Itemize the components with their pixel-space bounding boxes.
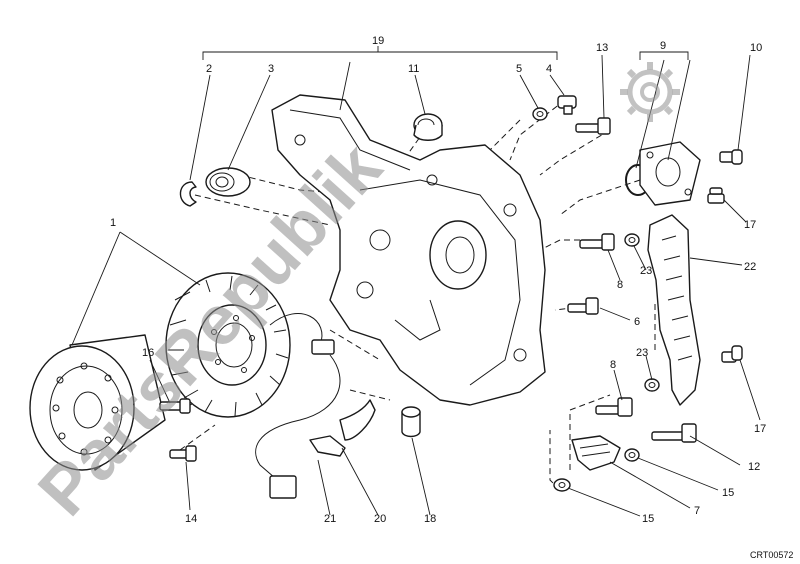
part-bolt-16 bbox=[159, 398, 191, 414]
callout-22: 22 bbox=[744, 261, 756, 273]
part-bolt-12 bbox=[651, 423, 697, 443]
callout-5: 5 bbox=[516, 63, 522, 75]
callout-8-lower: 8 bbox=[610, 359, 616, 371]
drawing-code: CRT00572 bbox=[750, 550, 793, 560]
callout-7: 7 bbox=[694, 505, 700, 517]
part-bracket-22 bbox=[647, 214, 701, 406]
callout-12: 12 bbox=[748, 461, 760, 473]
part-bolt-8b bbox=[595, 397, 633, 417]
callout-21: 21 bbox=[324, 513, 336, 525]
callout-23-lower: 23 bbox=[636, 347, 648, 359]
part-dowel bbox=[401, 406, 421, 438]
group-bracket-9 bbox=[639, 51, 689, 60]
part-screw-17a bbox=[707, 187, 725, 204]
gear-icon bbox=[620, 62, 680, 122]
part-clamp bbox=[309, 435, 346, 457]
callout-11: 11 bbox=[408, 63, 419, 75]
callout-10: 10 bbox=[750, 42, 762, 54]
callout-15-lower: 15 bbox=[642, 513, 654, 525]
part-clip-7 bbox=[571, 435, 621, 471]
leader-lines bbox=[71, 54, 761, 517]
group-bracket-19 bbox=[202, 46, 558, 60]
callout-3: 3 bbox=[268, 63, 274, 75]
callout-15-right: 15 bbox=[722, 487, 734, 499]
part-washer-23a bbox=[624, 233, 640, 247]
callout-4: 4 bbox=[546, 63, 552, 75]
callout-6: 6 bbox=[634, 316, 640, 328]
part-cable-guide bbox=[339, 399, 376, 441]
callout-2: 2 bbox=[206, 63, 212, 75]
callout-9: 9 bbox=[660, 40, 666, 52]
part-stator bbox=[165, 272, 341, 499]
callout-16: 16 bbox=[142, 347, 154, 359]
part-washer-23b bbox=[644, 378, 660, 392]
part-seal bbox=[413, 113, 443, 141]
part-circlip bbox=[179, 181, 197, 207]
callout-17-lower: 17 bbox=[754, 423, 766, 435]
callout-18: 18 bbox=[424, 513, 436, 525]
callout-13: 13 bbox=[596, 42, 608, 54]
part-rotor bbox=[29, 334, 166, 471]
part-washer-15b bbox=[553, 478, 571, 492]
part-washer-5 bbox=[532, 107, 548, 121]
callout-19: 19 bbox=[372, 35, 384, 47]
part-bolt-13 bbox=[575, 117, 611, 135]
part-bolt-14 bbox=[169, 445, 197, 462]
part-bolt-6 bbox=[567, 297, 599, 315]
part-plug-4 bbox=[557, 95, 577, 115]
part-generator-cover bbox=[271, 94, 546, 406]
callout-17-upper: 17 bbox=[744, 219, 756, 231]
part-bolt-8a bbox=[579, 233, 615, 251]
callout-labels: 1 2 3 4 5 6 7 8 8 9 10 11 12 13 14 15 15… bbox=[110, 35, 793, 560]
callout-20: 20 bbox=[374, 513, 386, 525]
part-bearing bbox=[205, 167, 251, 197]
part-cover-plate bbox=[639, 141, 701, 206]
part-screw-17b bbox=[721, 345, 743, 363]
callout-8-upper: 8 bbox=[617, 279, 623, 291]
callout-14: 14 bbox=[185, 513, 197, 525]
part-screw-10 bbox=[719, 149, 743, 165]
callout-1: 1 bbox=[110, 217, 116, 229]
callout-23-upper: 23 bbox=[640, 265, 652, 277]
part-washer-15a bbox=[624, 448, 640, 462]
